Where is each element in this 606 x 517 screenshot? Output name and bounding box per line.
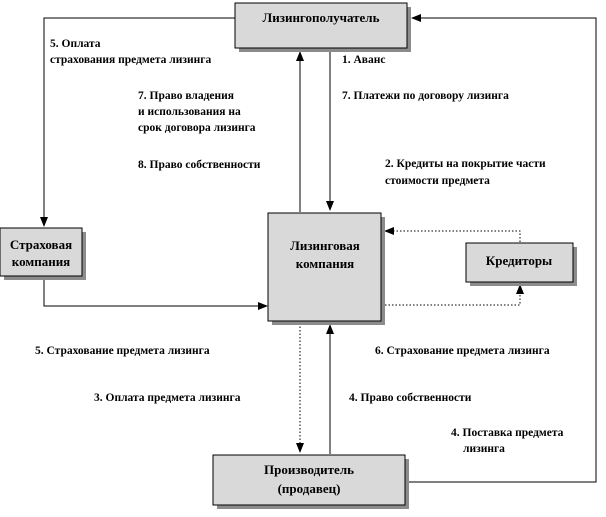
node-insurance-line-1: Страховая	[10, 237, 72, 252]
label-ownership-right-4: 4. Право собственности	[349, 392, 472, 404]
label-ownership-use-line-1: 7. Право владения	[138, 90, 234, 102]
node-creditors-line-1: Кредиторы	[486, 253, 552, 268]
node-lessee: Лизингополучатель	[234, 2, 411, 52]
node-manufacturer: Производитель (продавец)	[212, 454, 409, 509]
arrow-lessee-to-insurance	[40, 17, 235, 227]
label-credits: 2. Кредиты на покрытие части стоимости п…	[385, 158, 546, 187]
node-manufacturer-line-2: (продавец)	[278, 481, 341, 496]
node-leasing-company: Лизинговая компания	[267, 212, 385, 325]
node-creditors: Кредиторы	[465, 242, 577, 286]
arrow-insurance-to-company	[43, 278, 268, 310]
arrow-company-to-creditors	[385, 284, 524, 306]
node-insurance-line-2: компания	[12, 254, 70, 269]
label-credits-line-2: стоимости предмета	[385, 175, 490, 187]
label-insurance-payment-line-1: 5. Оплата	[50, 38, 101, 50]
node-manufacturer-line-1: Производитель	[264, 462, 354, 477]
label-delivery: 4. Поставка предмета лизинга	[451, 427, 564, 455]
label-advance: 1. Аванс	[342, 54, 386, 66]
arrow-manufacturer-to-lessee	[409, 14, 597, 483]
arrow-creditors-to-company	[384, 227, 521, 242]
label-insurance-payment: 5. Оплата страхования предмета лизинга	[50, 38, 211, 66]
label-insurance-payment-line-2: страхования предмета лизинга	[50, 54, 211, 66]
label-credits-line-1: 2. Кредиты на покрытие части	[385, 158, 546, 170]
label-ownership-use: 7. Право владения и использования на сро…	[138, 90, 256, 134]
label-ownership-right-8: 8. Право собственности	[138, 159, 261, 171]
label-insurance-6: 6. Страхование предмета лизинга	[375, 345, 550, 357]
node-company-line-1: Лизинговая	[290, 238, 360, 253]
label-ownership-use-line-2: и использования на	[138, 106, 241, 118]
label-ownership-use-line-3: срок договора лизинга	[138, 122, 256, 134]
label-delivery-line-2: лизинга	[463, 443, 505, 455]
node-lessee-line-1: Лизингополучатель	[263, 10, 380, 25]
label-delivery-line-1: 4. Поставка предмета	[451, 427, 564, 439]
label-lease-payments: 7. Платежи по договору лизинга	[342, 90, 509, 102]
node-company-line-2: компания	[296, 256, 354, 271]
label-insurance-5: 5. Страхование предмета лизинга	[35, 345, 210, 357]
node-insurance-company: Страховая компания	[0, 227, 86, 280]
label-payment-3: 3. Оплата предмета лизинга	[94, 392, 241, 404]
